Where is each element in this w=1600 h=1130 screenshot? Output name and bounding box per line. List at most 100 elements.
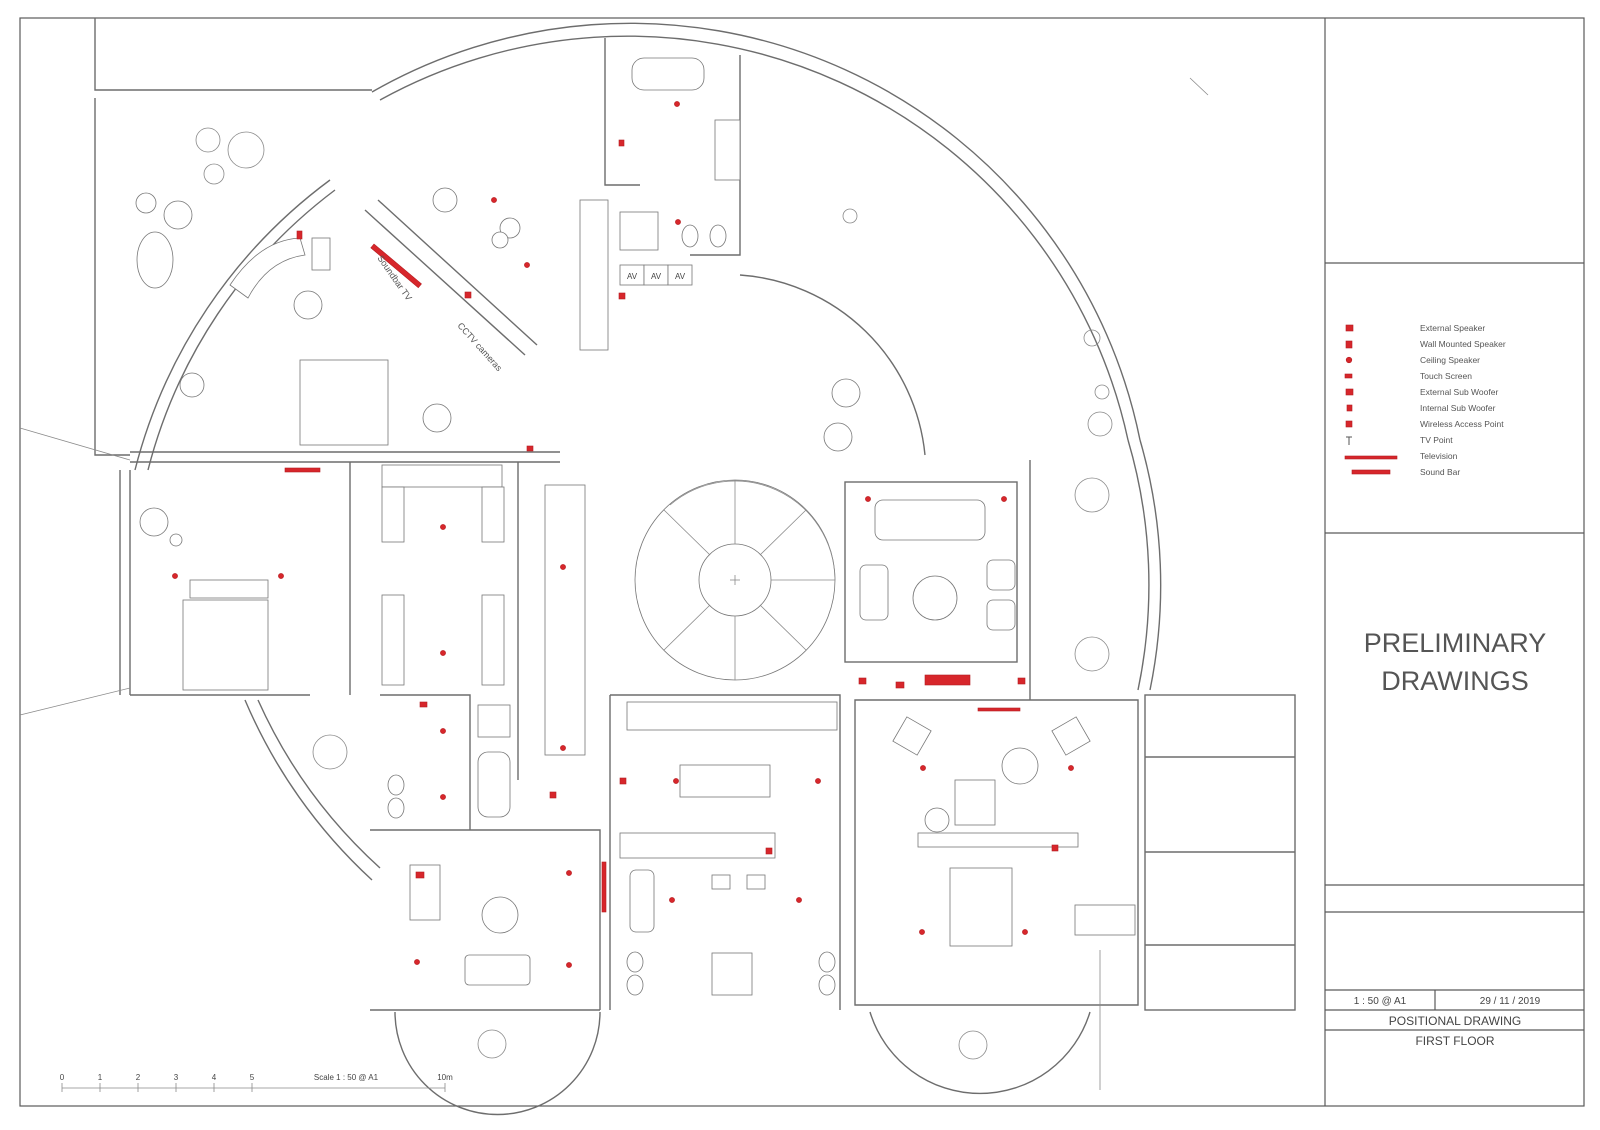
outer-curve-right-inner	[1127, 439, 1150, 691]
external-speaker-icon	[1345, 324, 1354, 332]
outer-curve-bottom-left	[244, 699, 373, 881]
ceiling-speaker-icon	[566, 870, 572, 876]
round-table	[1001, 747, 1039, 785]
wireless-access-point-icon	[765, 847, 773, 855]
television-icon	[924, 674, 971, 686]
angled-wall	[364, 209, 526, 356]
wireless-access-point-icon	[549, 791, 557, 799]
wall-mounted-speaker-icon	[1345, 340, 1353, 349]
lounge-chair	[1051, 716, 1091, 756]
ceiling-speaker-icon	[675, 219, 681, 225]
basin	[711, 874, 731, 890]
terrace-wall-left	[94, 98, 130, 456]
shower	[477, 704, 511, 738]
curved-sofa	[229, 237, 306, 299]
scale-tick-label: 2	[136, 1073, 141, 1082]
bed	[182, 599, 269, 691]
ceiling-speaker-icon	[560, 745, 566, 751]
legend-label: Wall Mounted Speaker	[1420, 339, 1506, 349]
preliminary-heading: DRAWINGS	[1381, 666, 1529, 696]
av-cabinet	[667, 264, 693, 286]
ceiling-speaker-icon	[560, 564, 566, 570]
balcony-curve	[394, 1011, 601, 1116]
television-icon	[1344, 455, 1398, 460]
rug	[136, 231, 174, 289]
chair	[179, 372, 205, 398]
kitchen-cabinets	[619, 832, 776, 859]
bathtub	[477, 751, 511, 818]
legend-label: External Speaker	[1420, 323, 1485, 333]
sofa	[464, 954, 531, 986]
chair	[139, 507, 169, 537]
planter	[163, 200, 193, 230]
outer-curve-left	[134, 179, 331, 471]
armchair	[986, 599, 1016, 631]
coffee-table	[481, 896, 519, 934]
linear-shaft	[544, 484, 586, 756]
sofa	[874, 499, 986, 541]
bidet	[709, 224, 727, 248]
stair-tread	[663, 604, 711, 651]
basin	[746, 874, 766, 890]
chair	[924, 807, 950, 833]
outer-curve-left-inner	[147, 189, 336, 471]
toilet	[626, 951, 644, 973]
chair	[432, 187, 458, 213]
tree-icon	[312, 734, 348, 770]
drawing-date: 29 / 11 / 2019	[1480, 996, 1541, 1007]
angled-wall-inner	[377, 199, 538, 346]
armchair	[859, 564, 889, 621]
coffee-table	[912, 575, 958, 621]
av-rack: AV AV AV	[619, 264, 693, 286]
ceiling-speaker-icon	[673, 778, 679, 784]
wall-mounted-speaker-icon	[296, 230, 303, 240]
external-sub-woofer-icon	[1345, 388, 1354, 396]
chair	[831, 378, 861, 408]
armchair	[986, 559, 1016, 591]
wireless-access-point-icon	[1051, 844, 1059, 852]
planter	[1083, 329, 1101, 347]
scale-bar: 0 1 2 3 4 5 10m Scale 1 : 50 @ A1	[60, 1073, 453, 1092]
legend-label: Ceiling Speaker	[1420, 355, 1480, 365]
legend-label: Wireless Access Point	[1420, 419, 1504, 429]
bathtub	[629, 869, 655, 933]
ceiling-speaker-icon	[440, 794, 446, 800]
external-sub-woofer-icon	[895, 681, 905, 689]
ceiling-speaker-icon	[491, 197, 497, 203]
tree-icon	[227, 131, 265, 169]
sound-bar-icon	[284, 467, 321, 473]
ceiling-speaker-icon	[669, 897, 675, 903]
wall-mounted-speaker-icon	[526, 445, 534, 452]
sheet-border	[19, 17, 1585, 1107]
planter	[842, 208, 858, 224]
ceiling-speaker-icon	[865, 496, 871, 502]
internal-sub-woofer-icon	[1346, 404, 1353, 412]
master-bedroom	[854, 699, 1139, 1006]
wardrobe	[481, 594, 505, 686]
wardrobe	[481, 486, 505, 543]
shower	[619, 211, 659, 251]
tree-icon	[195, 127, 221, 153]
trees	[195, 127, 1110, 1060]
tree-icon	[1074, 636, 1110, 672]
scale-caption: Scale 1 : 50 @ A1	[314, 1073, 379, 1082]
armchair	[311, 237, 331, 271]
legend-label: Television	[1420, 451, 1458, 461]
stair-tread	[663, 509, 711, 556]
sound-bar-icon	[977, 707, 1021, 712]
scale-tick-label: 4	[212, 1073, 217, 1082]
planter	[1094, 384, 1110, 400]
external-speaker-icon	[858, 677, 867, 685]
bath-wall	[380, 694, 471, 830]
ceiling-speaker-icon	[524, 262, 530, 268]
headboard-partition	[917, 832, 1079, 848]
outer-curve-bottom-left-inner	[257, 699, 381, 869]
inner-curve	[739, 274, 926, 456]
side-table	[169, 533, 183, 547]
ceiling-speaker-icon	[920, 765, 926, 771]
scale-tick-label: 3	[174, 1073, 179, 1082]
ceiling-speaker-icon	[440, 524, 446, 530]
ceiling-speaker-icon	[440, 650, 446, 656]
external-speaker-icon	[1017, 677, 1026, 685]
site-line	[19, 427, 131, 461]
